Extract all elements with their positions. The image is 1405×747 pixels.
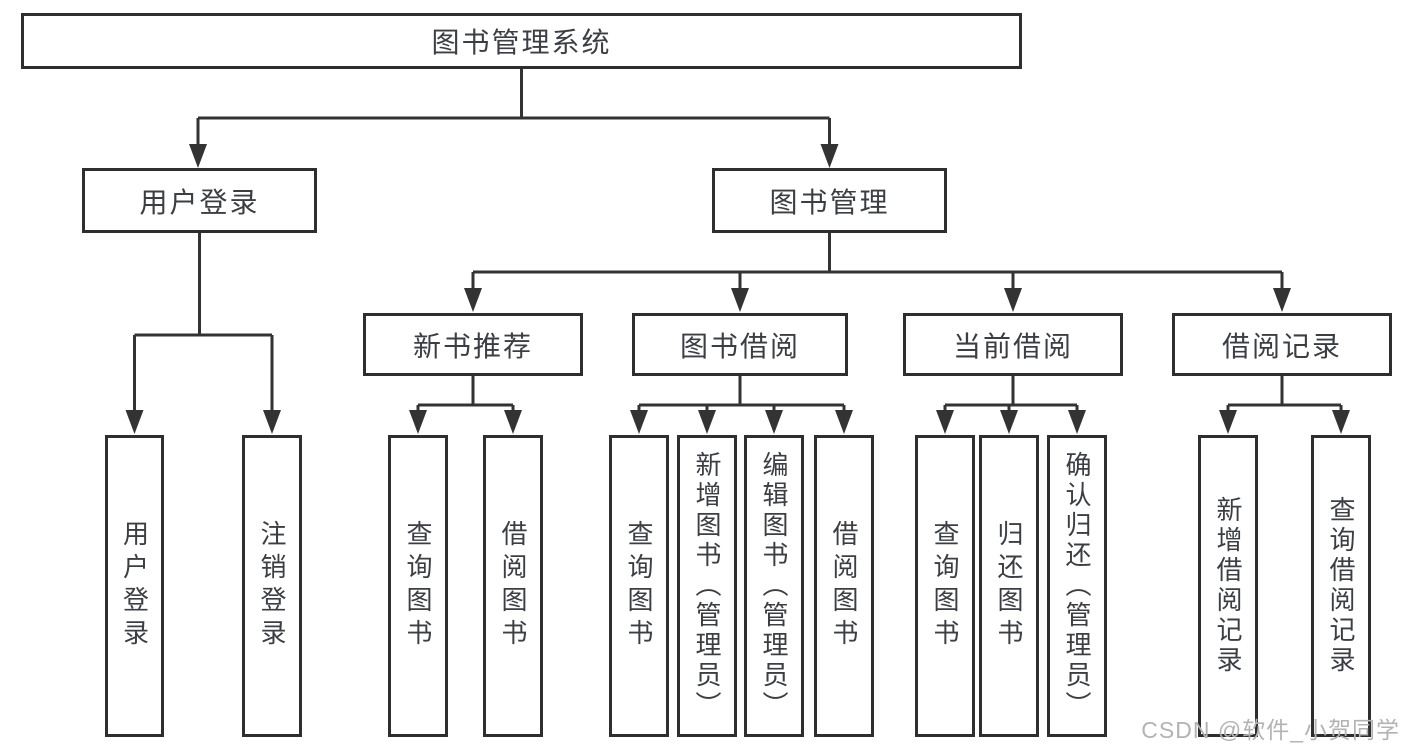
leaf-user-login-label: 用户登录 xyxy=(119,520,150,652)
leaf-logout: 注销登录 xyxy=(242,435,302,737)
node-user-login-label: 用户登录 xyxy=(139,186,260,218)
node-borrowing-records-label: 借阅记录 xyxy=(1221,330,1342,362)
leaf-user-login: 用户登录 xyxy=(105,435,164,737)
node-root-label: 图书管理系统 xyxy=(431,27,612,58)
leaf-borrow-books-rec: 借阅图书 xyxy=(483,435,543,737)
node-borrowing-records: 借阅记录 xyxy=(1172,313,1392,376)
leaf-borrow-books: 借阅图书 xyxy=(814,435,874,737)
leaf-confirm-return-admin: 确认归还（管理员） xyxy=(1047,435,1107,737)
connector-borrow-records-to-leaves xyxy=(1219,376,1350,434)
connector-book-borrow-to-leaves xyxy=(630,376,853,434)
node-book-management-label: 图书管理 xyxy=(769,186,890,218)
leaf-return-books-label: 归还图书 xyxy=(994,520,1024,652)
node-book-borrowing: 图书借阅 xyxy=(632,313,848,376)
node-root-system: 图书管理系统 xyxy=(21,13,1022,69)
node-book-borrowing-label: 图书借阅 xyxy=(679,330,800,362)
csdn-watermark: CSDN @软件_小贺同学 xyxy=(1141,717,1400,743)
connector-current-borrow-to-leaves xyxy=(936,376,1086,434)
connector-new-book-rec-to-leaves xyxy=(409,376,522,434)
node-user-login: 用户登录 xyxy=(82,168,317,233)
connector-root-to-branches xyxy=(189,69,839,168)
leaf-query-borrow-record-label: 查询借阅记录 xyxy=(1326,496,1356,676)
leaf-add-borrow-record-label: 新增借阅记录 xyxy=(1213,496,1243,676)
leaf-edit-books-admin: 编辑图书（管理员） xyxy=(744,435,804,737)
node-new-book-recommendation-label: 新书推荐 xyxy=(412,330,533,362)
connector-user-login-to-leaves xyxy=(125,233,281,434)
node-book-management: 图书管理 xyxy=(712,168,947,233)
node-current-borrowing: 当前借阅 xyxy=(903,313,1123,376)
leaf-query-books-rec: 查询图书 xyxy=(388,435,448,737)
leaf-query-books-current-label: 查询图书 xyxy=(930,520,960,652)
connector-book-management-to-modules xyxy=(464,233,1291,312)
leaf-add-borrow-record: 新增借阅记录 xyxy=(1198,435,1258,737)
leaf-borrow-books-label: 借阅图书 xyxy=(829,520,859,652)
leaf-logout-label: 注销登录 xyxy=(257,520,287,652)
node-current-borrowing-label: 当前借阅 xyxy=(952,330,1073,362)
leaf-query-books-rec-label: 查询图书 xyxy=(403,520,433,652)
leaf-edit-books-admin-label: 编辑图书（管理员） xyxy=(759,451,789,721)
leaf-confirm-return-admin-label: 确认归还（管理员） xyxy=(1062,451,1092,721)
leaf-query-books-current: 查询图书 xyxy=(915,435,975,737)
leaf-return-books: 归还图书 xyxy=(979,435,1039,737)
leaf-add-books-admin-label: 新增图书（管理员） xyxy=(692,451,722,721)
leaf-query-books-borrow-label: 查询图书 xyxy=(624,520,654,652)
leaf-query-books-borrow: 查询图书 xyxy=(609,435,669,737)
leaf-borrow-books-rec-label: 借阅图书 xyxy=(498,520,528,652)
node-new-book-recommendation: 新书推荐 xyxy=(363,313,583,376)
leaf-add-books-admin: 新增图书（管理员） xyxy=(677,435,737,737)
leaf-query-borrow-record: 查询借阅记录 xyxy=(1311,435,1371,737)
